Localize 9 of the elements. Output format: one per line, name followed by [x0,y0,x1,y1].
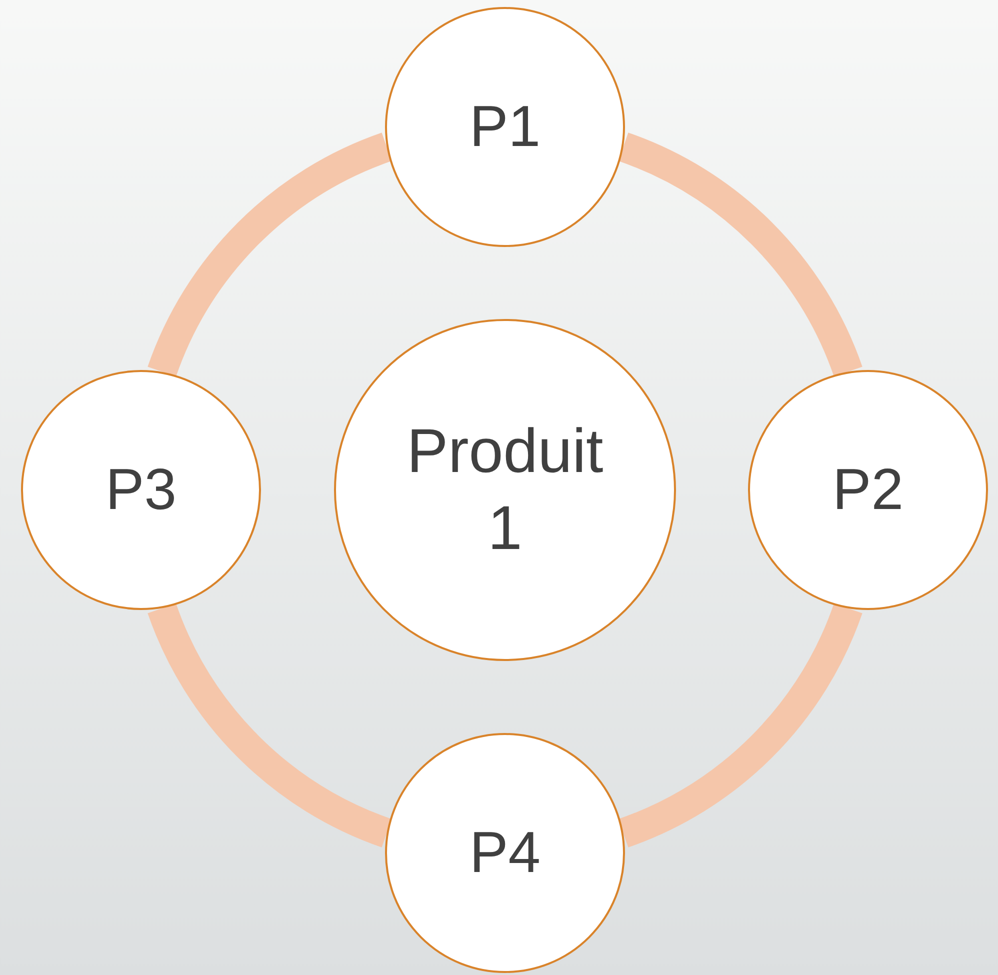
node-label: Produit 1 [406,416,604,565]
node-label: P2 [832,456,904,524]
node-label: P3 [106,456,176,524]
ring-arc-connector [618,602,862,847]
ring-arc-connector [148,133,392,378]
ring-arc-connector [618,133,862,378]
node-label: P4 [470,818,540,887]
ring-arc-connector [148,602,392,847]
node-label: P1 [470,92,540,161]
